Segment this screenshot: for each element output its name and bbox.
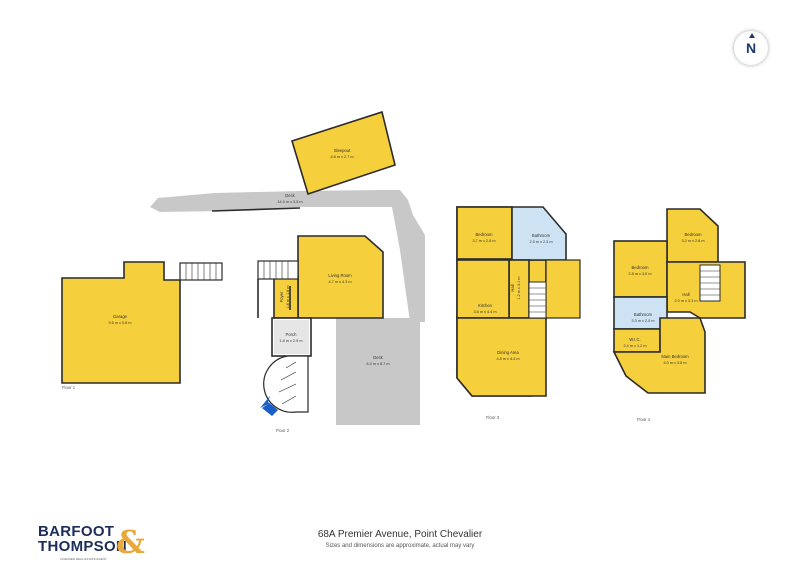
brand-logo: BARFOOT THOMPSON & LICENSED REAL ESTATE … [38,524,148,564]
floor-4: Bedroom 3.2 m x 2.8 m Bedroom 2.8 m x 3.… [612,208,746,422]
garage-dims: 9.6 m x 5.8 m [108,321,131,325]
room-sleepout [291,110,396,196]
brand-tagline: LICENSED REAL ESTATE AGENT [60,557,107,561]
living-dims: 4.7 m x 4.3 m [328,280,351,284]
floor-1: Garage 9.6 m x 5.8 m Floor 1 [61,261,223,390]
porch-floor [274,320,309,354]
porch-dims: 1.8 m x 2.9 m [279,339,302,343]
hall-f4-label: Hall [682,292,689,297]
property-address: 68A Premier Avenue, Point Chevalier [317,529,483,540]
deck-rail [211,207,301,212]
brand-line-2: THOMPSON [38,538,128,555]
stairs-floor-3 [528,259,581,319]
floor-3-label: Floor 3 [486,415,500,420]
hall-f3-label: Hall [510,284,515,291]
deck-long-dims: 14.0 m x 3.5 m [277,200,302,204]
bathroom-f3-label: Bathroom [532,233,551,238]
wic-label: W.I.C. [629,337,640,342]
bedroom-f4-a-dims: 3.2 m x 2.8 m [681,239,704,243]
hall-f3-dims: 1.2 m x 3.1 m [517,276,521,299]
dining-label: Dining Area [497,350,519,355]
deck-long-label: Deck [285,193,295,198]
room-bathroom-f4 [613,296,668,330]
floor-3: Bedroom 3.7 m x 2.8 m Bathroom 2.3 m x 2… [456,206,581,420]
floor-1-label: Floor 1 [62,385,76,390]
deck-lower [336,318,420,425]
room-bedroom-f3 [456,206,513,260]
bedroom-f4-b-label: Bedroom [632,265,650,270]
floor-4-label: Floor 4 [637,417,651,422]
foyer-label: Foyer [279,291,284,302]
sleepout-label: Sleepout [334,148,351,153]
stairs-floor-4 [699,264,721,302]
room-main-bedroom [612,317,706,394]
room-garage [61,261,181,384]
main-bedroom-label: Main Bedroom [661,354,689,359]
north-needle-icon [749,33,755,38]
room-bathroom-f3 [511,206,567,261]
north-label: N [745,40,757,56]
main-bedroom-dims: 4.0 m x 3.8 m [663,361,686,365]
bathroom-f3-dims: 2.3 m x 2.3 m [529,240,552,244]
disclaimer-text: Sizes and dimensions are approximate, ac… [325,543,475,549]
deck-lower-dims: 6.4 m x 8.7 m [366,362,389,366]
north-compass-icon: N [734,31,768,65]
bedroom-f3-label: Bedroom [476,232,494,237]
bedroom-f3-dims: 3.7 m x 2.8 m [472,239,495,243]
garage-label: Garage [113,314,128,319]
wic-dims: 2.4 m x 1.2 m [623,344,646,348]
brand-line-1: BARFOOT [38,523,115,540]
stairs-floor-1 [179,262,223,281]
bathroom-f4-label: Bathroom [634,312,653,317]
porch-label: Porch [286,332,298,337]
foyer-dims: 1.8 m x 1.8 m [286,285,290,308]
bedroom-f4-b-dims: 2.8 m x 3.0 m [628,272,651,276]
room-kitchen [456,259,510,319]
floor-2-label: Floor 2 [276,428,290,433]
entry-arrow [260,396,278,416]
floor-2: Sleepout 4.8 m x 2.7 m Deck 14.0 m x 3.5… [150,110,425,433]
bedroom-f4-a-label: Bedroom [685,232,703,237]
stairs-floor-2-upper [257,260,299,280]
kitchen-label: Kitchen [478,303,493,308]
bathroom-f4-dims: 3.3 m x 2.0 m [631,319,654,323]
deck-lower-label: Deck [373,355,383,360]
kitchen-dims: 3.6 m x 4.4 m [473,310,496,314]
spiral-stair [263,355,309,413]
brand-ampersand: & [116,523,145,561]
sleepout-dims: 4.8 m x 2.7 m [330,155,353,159]
hall-f4-dims: 2.0 m x 3.3 m [674,299,697,303]
dining-dims: 4.8 m x 4.4 m [496,357,519,361]
living-label: Living Room [328,273,352,278]
